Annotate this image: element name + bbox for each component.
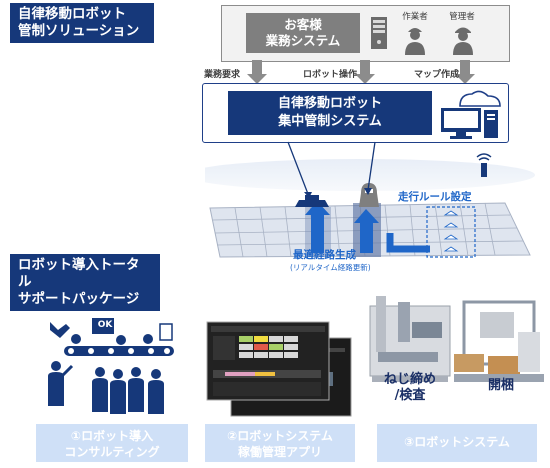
screw-inspect-robot-cell — [369, 296, 451, 382]
central-line1: 自律移動ロボット — [277, 96, 382, 111]
customer-system-box: お客様 業務システム — [246, 13, 360, 53]
people-group-icon — [48, 361, 164, 414]
flow-label-business-request: 業務要求 — [204, 70, 241, 80]
optimal-route-label: 最適経路生成 — [293, 249, 356, 261]
route-path-right — [386, 233, 430, 253]
central-line2: 集中管制システム — [278, 114, 382, 129]
robot-cell-photos — [369, 296, 544, 382]
caption-line2: 稼働管理アプリ — [237, 445, 322, 459]
cloud-computer-icon — [441, 90, 501, 139]
unpacking-robot-cell — [454, 300, 544, 382]
route-arrow-left — [305, 201, 330, 253]
gear-icon — [116, 335, 126, 345]
wireless-access-point-icon — [476, 153, 492, 177]
gear-icon — [143, 334, 153, 344]
caption-line1: ②ロボットシステム — [227, 429, 333, 443]
ok-badge: OK — [97, 320, 113, 330]
caption-operation-app: ②ロボットシステム 稼働管理アプリ — [205, 424, 355, 462]
control-lines — [287, 141, 376, 198]
section-title-solution: 自律移動ロボット 管制ソリューション — [10, 3, 154, 43]
unpack-label: 開梱 — [487, 378, 514, 393]
conveyor-belt — [64, 346, 174, 356]
worker-label: 作業者 — [402, 12, 428, 22]
app-screen-front — [206, 321, 330, 401]
route-rule-zone — [426, 206, 476, 258]
worker-icon — [405, 28, 425, 55]
section-title-line1: 自律移動ロボット — [18, 6, 126, 22]
section-title-support: ロボット導入トータル サポートパッケージ — [10, 254, 160, 311]
business-system-label: 業務システム — [265, 33, 341, 48]
section-title-line1: ロボット導入トータル — [18, 257, 140, 290]
gear-icon — [71, 334, 81, 344]
operation-app-screens — [206, 321, 352, 417]
clipboard-icon — [159, 323, 173, 341]
customer-system-panel: お客様 業務システム 作業者 管理者 — [221, 5, 510, 62]
consulting-illustration — [48, 318, 174, 414]
caption-consulting: ①ロボット導入 コンサルティング — [36, 424, 188, 462]
ok-monitor-icon — [92, 318, 114, 334]
route-rule-label: 走行ルール設定 — [398, 191, 472, 203]
customer-label: お客様 — [284, 17, 322, 32]
caption-line1: ③ロボットシステム — [404, 435, 510, 449]
caption-robot-system: ③ロボットシステム — [377, 424, 537, 462]
robot-arm-icon — [50, 322, 70, 338]
inspect-label: /検査 — [394, 388, 426, 403]
manager-label: 管理者 — [449, 12, 475, 22]
route-map-diagram — [205, 153, 535, 258]
flow-arrows — [247, 60, 475, 84]
route-arrow-center — [354, 209, 379, 253]
screw-label: ねじ締め — [383, 372, 436, 387]
robot-agv-icon — [295, 195, 329, 207]
down-arrow-business — [247, 60, 267, 84]
down-arrow-operation — [355, 60, 375, 84]
flow-label-map-creation: マップ作成 — [414, 70, 460, 80]
rule-markers — [443, 210, 459, 252]
flow-label-robot-operation: ロボット操作 — [303, 70, 358, 80]
server-icon — [371, 17, 387, 49]
caption-line1: ①ロボット導入 — [70, 429, 154, 443]
section-title-line2: 管制ソリューション — [18, 23, 140, 39]
screw-inspect-label: ねじ締め /検査 — [380, 372, 440, 404]
central-control-system-box: 自律移動ロボット 集中管制システム — [228, 91, 432, 135]
down-arrow-map — [455, 60, 475, 84]
manager-icon — [453, 27, 473, 55]
central-system-panel: 自律移動ロボット 集中管制システム — [202, 83, 509, 143]
caption-line2: コンサルティング — [64, 445, 160, 459]
optimal-route-sublabel: (リアルタイム経路更新) — [290, 263, 371, 272]
section-title-line2: サポートパッケージ — [18, 291, 140, 307]
